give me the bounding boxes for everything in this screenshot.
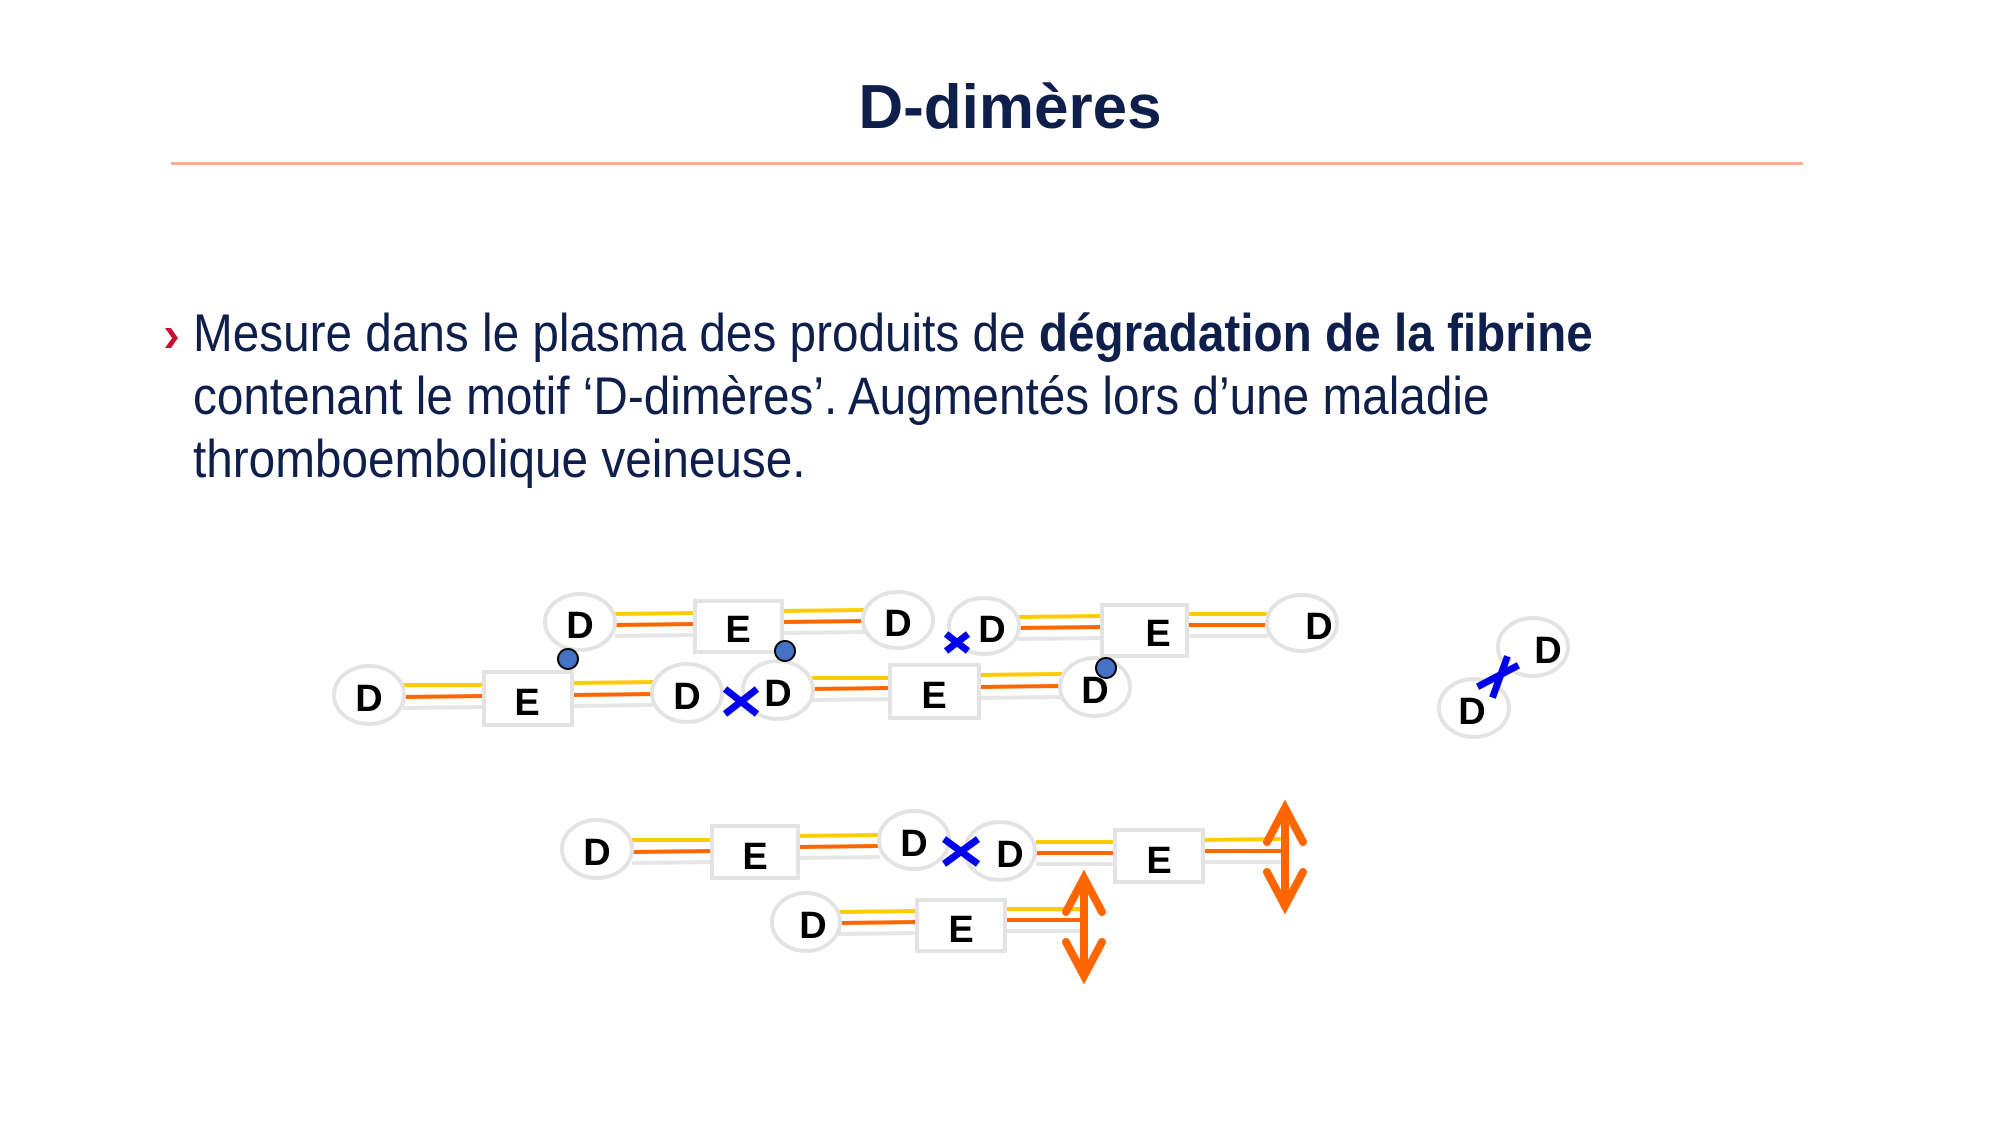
crosslink-x-icon: [1475, 655, 1521, 699]
bullet-text-bold: dégradation de la fibrine: [1038, 304, 1593, 363]
svg-text:D: D: [900, 823, 927, 865]
e-node: E: [1113, 828, 1205, 884]
bullet-chevron-icon: [165, 328, 178, 348]
fibrin-strand-row1: D E D D E D: [543, 590, 1339, 658]
svg-text:D: D: [978, 609, 1005, 651]
crosslink-x-icon: [941, 836, 981, 867]
svg-text:D: D: [355, 678, 382, 720]
plasmin-dot-icon: [774, 640, 796, 662]
cleavage-arrow-icon: [1062, 869, 1106, 985]
bullet-text: Mesure dans le plasma des produits de dé…: [193, 302, 1705, 491]
d-node: D: [963, 820, 1037, 882]
svg-text:E: E: [742, 836, 767, 878]
svg-text:D: D: [566, 605, 593, 647]
e-node: E: [710, 824, 800, 880]
d-node: D: [1058, 656, 1132, 718]
bullet-text-rest: contenant le motif ‘D-dimères’. Augmenté…: [193, 367, 1490, 489]
svg-text:E: E: [514, 682, 539, 724]
strand-lines: [402, 672, 1063, 710]
d-node: D: [770, 891, 842, 953]
e-node: E: [482, 670, 574, 727]
slide-title: D-dimères: [858, 73, 1162, 142]
crosslink-x-icon: [722, 686, 760, 717]
d-node: D: [861, 590, 935, 650]
svg-text:D: D: [884, 603, 911, 645]
d-node: D: [741, 659, 815, 721]
svg-text:E: E: [1146, 840, 1171, 882]
svg-text:D: D: [1458, 691, 1485, 733]
svg-text:D: D: [1534, 630, 1561, 672]
bullet-text-plain: Mesure dans le plasma des produits de: [193, 304, 1039, 363]
e-node: E: [693, 599, 784, 654]
svg-text:E: E: [921, 675, 946, 717]
svg-text:E: E: [1145, 613, 1170, 655]
e-node: E: [1100, 603, 1189, 658]
d-node: D: [543, 592, 617, 652]
cleavage-arrow-icon: [1263, 799, 1307, 915]
svg-text:D: D: [583, 832, 610, 874]
d-node: D: [1265, 593, 1339, 653]
svg-text:D: D: [673, 676, 700, 718]
fragment-strand-row2: D E: [770, 869, 1106, 985]
svg-text:E: E: [725, 609, 750, 651]
title-divider: [171, 162, 1803, 165]
d-node: D: [560, 818, 634, 880]
strand-lines: [631, 833, 1284, 866]
d-node: D: [947, 596, 1021, 656]
plasmin-dot-icon: [1095, 657, 1117, 679]
plasmin-dot-icon: [557, 648, 579, 670]
svg-text:D: D: [1305, 606, 1332, 648]
svg-text:D: D: [764, 673, 791, 715]
d-node: D: [1496, 616, 1570, 678]
svg-text:D: D: [799, 905, 826, 947]
svg-text:D: D: [996, 834, 1023, 876]
e-node: E: [888, 663, 981, 720]
d-dimer-fragment: D D: [1437, 616, 1570, 739]
d-node: D: [332, 664, 406, 726]
fibrin-strand-row2: D E D D E D: [332, 656, 1132, 727]
svg-text:E: E: [948, 909, 973, 951]
d-node: D: [650, 662, 724, 724]
fragment-strand-row1: D E D D E: [560, 799, 1307, 915]
crosslink-x-icon: [943, 631, 971, 654]
d-node: D: [877, 809, 951, 871]
e-node: E: [915, 898, 1007, 953]
strand-lines: [614, 608, 1268, 641]
